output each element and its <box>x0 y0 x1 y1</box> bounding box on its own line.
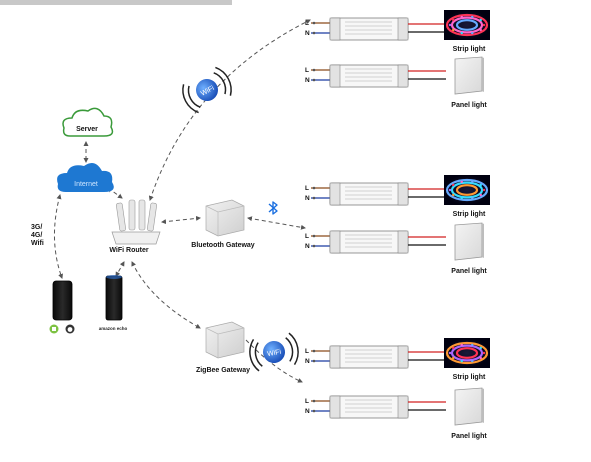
led-driver-icon <box>329 345 409 369</box>
internet-label: Internet <box>74 181 98 188</box>
bluetooth-icon <box>268 201 278 215</box>
router-label: WiFi Router <box>109 247 148 254</box>
echo-brand-label: amazon echo <box>99 326 128 331</box>
panel-light-icon <box>454 222 484 261</box>
line-label: L <box>305 20 309 27</box>
internet-node: Internet <box>57 162 114 192</box>
strip-driver-row: LN Strip light <box>305 338 490 381</box>
line-label: L <box>305 233 309 240</box>
neutral-label: N <box>305 77 310 84</box>
led-driver-icon <box>329 182 409 206</box>
led-driver-icon <box>329 17 409 41</box>
panel-driver-row: LN Panel light <box>305 222 487 275</box>
phone-icon <box>52 280 73 321</box>
panel-light-icon <box>454 56 484 95</box>
router-to-bluetooth-link <box>161 215 201 225</box>
strip-light-icon <box>444 10 490 40</box>
router-to-echo-link <box>115 261 125 277</box>
android-icon <box>49 324 59 334</box>
panel-driver-row: LN Panel light <box>305 387 487 440</box>
bluetooth-to-drivers-link <box>247 216 306 230</box>
panel-light-label: Panel light <box>451 268 487 275</box>
echo-icon <box>105 275 123 321</box>
wifi-badge-label: WiFi <box>267 349 282 358</box>
zigbee-gateway-label: ZigBee Gateway <box>196 367 250 374</box>
header-bar <box>0 0 232 5</box>
mobile-network-line-2: 4G/ <box>31 232 42 239</box>
gateway-icon <box>205 199 245 237</box>
router-to-wifi-drivers-link <box>148 19 311 201</box>
strip-light-label: Strip light <box>453 374 486 381</box>
wifi-icon: WiFi <box>249 332 299 372</box>
strip-light-label: Strip light <box>453 211 486 218</box>
panel-driver-row: LN Panel light <box>305 56 487 109</box>
wifi-icon: WiFi <box>182 66 232 114</box>
server-node: Server <box>62 107 114 137</box>
strip-light-label: Strip light <box>453 46 486 53</box>
gateway-icon <box>205 321 245 359</box>
led-driver-icon <box>329 230 409 254</box>
cloud-icon <box>62 107 114 137</box>
neutral-label: N <box>305 195 310 202</box>
neutral-label: N <box>305 243 310 250</box>
panel-light-label: Panel light <box>451 433 487 440</box>
neutral-label: N <box>305 30 310 37</box>
strip-light-icon <box>444 175 490 205</box>
bluetooth-gateway-label: Bluetooth Gateway <box>191 242 255 249</box>
line-label: L <box>305 185 309 192</box>
mobile-network-line-1: 3G/ <box>31 224 42 231</box>
server-label: Server <box>76 126 98 133</box>
router-icon <box>111 199 161 245</box>
line-label: L <box>305 67 309 74</box>
line-label: L <box>305 348 309 355</box>
connections <box>54 19 311 383</box>
neutral-label: N <box>305 408 310 415</box>
strip-light-icon <box>444 338 490 368</box>
strip-driver-row: LN Strip light <box>305 10 490 53</box>
strip-driver-row: LN Strip light <box>305 175 490 218</box>
mobile-network-line-3: Wifi <box>31 240 44 247</box>
led-driver-icon <box>329 64 409 88</box>
apple-icon <box>65 324 75 334</box>
led-driver-icon <box>329 395 409 419</box>
neutral-label: N <box>305 358 310 365</box>
cloud-icon <box>57 162 114 192</box>
panel-light-icon <box>454 387 484 426</box>
router-to-zigbee-link <box>131 261 201 329</box>
panel-light-label: Panel light <box>451 102 487 109</box>
internet-to-phone-link <box>54 194 63 279</box>
line-label: L <box>305 398 309 405</box>
